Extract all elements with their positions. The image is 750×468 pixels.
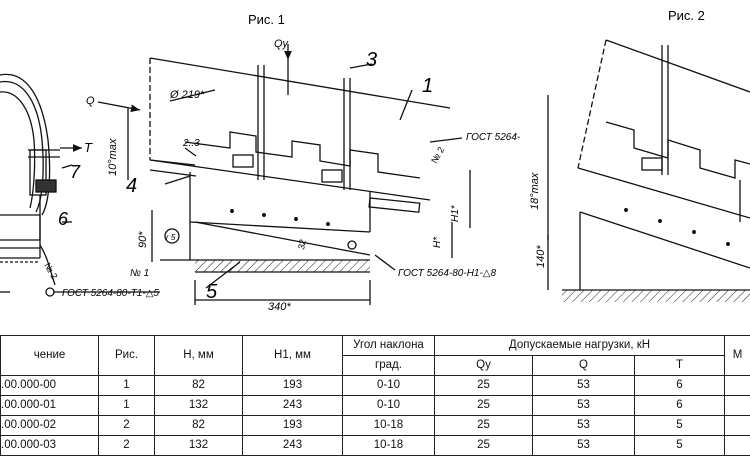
cell-mass (724, 395, 750, 416)
cell-h: 132 (154, 435, 243, 456)
cell-fig: 1 (98, 395, 155, 416)
fig1-drawing (97, 44, 471, 305)
label-n2-fig1: № 2 (429, 145, 446, 165)
dim-90: 90* (137, 231, 149, 248)
cell-designation: .00.000-03 (0, 435, 99, 456)
label-q: Q (86, 95, 95, 107)
cell-angle: 10-18 (342, 435, 435, 456)
diameter-label: Ø 219* (169, 89, 205, 101)
table-header-row-1: чение Рис. Н, мм Н1, мм Угол наклона Доп… (0, 335, 750, 376)
dim-140: 140* (535, 245, 547, 268)
header-q: Q (532, 355, 635, 376)
cell-mass (724, 375, 750, 396)
cell-q: 53 (532, 435, 635, 456)
angle-18-label: 18°max (529, 172, 541, 210)
fig2-drawing (547, 39, 750, 302)
technical-drawing: T 7 6 № 2 ГОСТ 5264-80-Т1-△5 Рис. 1 (0, 8, 750, 313)
callout-3: 3 (366, 49, 377, 71)
gost-top-label: ГОСТ 5264- (466, 132, 521, 143)
angle-10-label: 10°max (107, 138, 119, 176)
left-side-view (0, 73, 160, 297)
header-angle-unit: град. (342, 355, 435, 376)
gost-left-label: ГОСТ 5264-80-Т1-△5 (62, 288, 159, 299)
spec-table: чение Рис. Н, мм Н1, мм Угол наклона Доп… (0, 335, 750, 456)
cell-h1: 193 (242, 375, 343, 396)
dim-2-3: 2..3 (182, 138, 200, 149)
cell-qy: 25 (434, 415, 533, 436)
label-n2-left: № 2 (42, 261, 59, 281)
header-t: T (634, 355, 725, 376)
cell-h1: 243 (242, 395, 343, 416)
label-h1: Н1* (450, 204, 461, 222)
fig2-caption: Рис. 2 (668, 8, 705, 23)
cell-h: 82 (154, 375, 243, 396)
cell-fig: 2 (98, 435, 155, 456)
cell-mass (724, 415, 750, 436)
cell-h1: 243 (242, 435, 343, 456)
cell-t: 6 (634, 395, 725, 416)
label-t: T (84, 140, 93, 155)
table-row: .00.000-02 2 82 193 10-18 25 53 5 (0, 415, 750, 436)
cell-designation: .00.000-01 (0, 395, 99, 416)
header-mass: М (724, 335, 750, 376)
cell-q: 53 (532, 395, 635, 416)
callout-7: 7 (70, 162, 81, 182)
cell-designation: .00.000-02 (0, 415, 99, 436)
cell-angle: 0-10 (342, 395, 435, 416)
cell-q: 53 (532, 415, 635, 436)
cell-h: 82 (154, 415, 243, 436)
label-r5: r 5 (166, 233, 176, 242)
cell-q: 53 (532, 375, 635, 396)
header-qy: Qy (434, 355, 533, 376)
callout-5: 5 (206, 281, 218, 303)
cell-designation: .00.000-00 (0, 375, 99, 396)
cell-mass (724, 435, 750, 456)
cell-fig: 2 (98, 415, 155, 436)
cell-qy: 25 (434, 435, 533, 456)
gost-right-label: ГОСТ 5264-80-Н1-△8 (398, 268, 496, 279)
header-designation: чение (0, 335, 99, 376)
table-row: .00.000-03 2 132 243 10-18 25 53 5 (0, 435, 750, 456)
cell-fig: 1 (98, 375, 155, 396)
cell-h1: 193 (242, 415, 343, 436)
cell-h: 132 (154, 395, 243, 416)
header-loads: Допускаемые нагрузки, кН (434, 335, 725, 356)
table-row: .00.000-01 1 132 243 0-10 25 53 6 (0, 395, 750, 416)
header-fig: Рис. (98, 335, 155, 376)
label-h: Н* (432, 236, 443, 248)
cell-angle: 10-18 (342, 415, 435, 436)
cell-t: 6 (634, 375, 725, 396)
header-angle: Угол наклона (342, 335, 435, 356)
callout-4: 4 (126, 175, 137, 197)
label-n1: № 1 (130, 268, 149, 279)
callout-6: 6 (58, 209, 69, 229)
fig1-caption: Рис. 1 (248, 12, 285, 27)
cell-t: 5 (634, 415, 725, 436)
dim-32: 32 (296, 239, 308, 251)
dim-340: 340* (268, 301, 291, 313)
cell-t: 5 (634, 435, 725, 456)
header-h1: Н1, мм (242, 335, 343, 376)
cell-angle: 0-10 (342, 375, 435, 396)
table-header-row-2: град. Qy Q T (1, 355, 750, 376)
cell-qy: 25 (434, 395, 533, 416)
table-row: .00.000-00 1 82 193 0-10 25 53 6 (0, 375, 750, 396)
header-h: Н, мм (154, 335, 243, 376)
label-qy: Qy (274, 38, 290, 50)
callout-1: 1 (422, 75, 433, 97)
cell-qy: 25 (434, 375, 533, 396)
